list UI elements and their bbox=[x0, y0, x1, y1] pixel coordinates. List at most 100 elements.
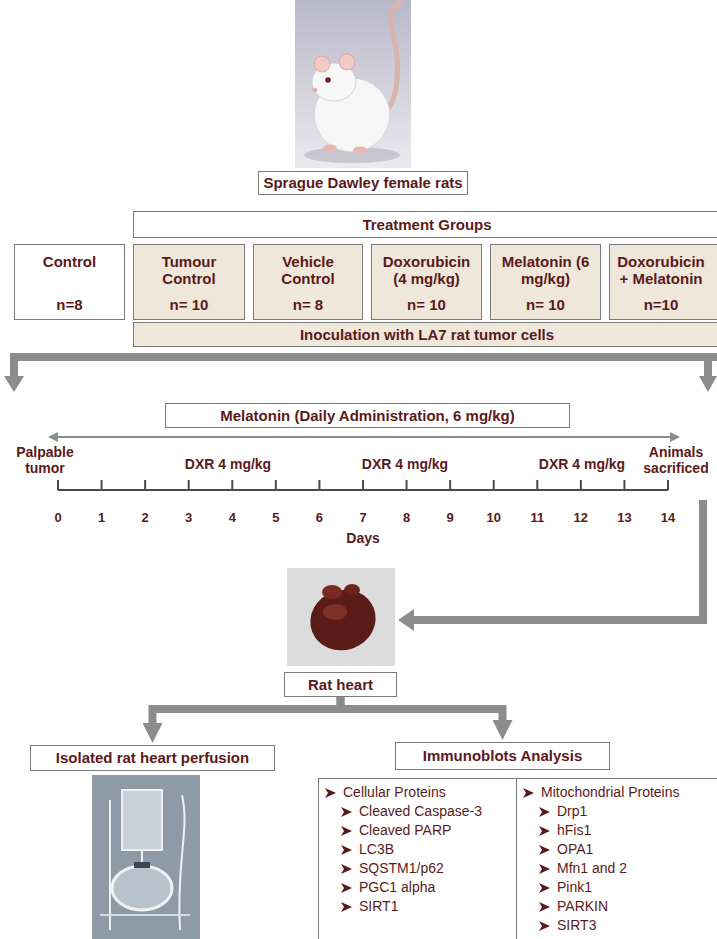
list-item: OPA1 bbox=[539, 840, 593, 859]
day-number: 14 bbox=[661, 510, 675, 526]
protein-name: OPA1 bbox=[557, 841, 593, 857]
list-item: Cleaved PARP bbox=[341, 821, 451, 840]
bullet-arrow bbox=[539, 864, 550, 874]
bullet-arrow bbox=[341, 901, 353, 913]
list-item: Mfn1 and 2 bbox=[539, 859, 627, 878]
bullet-arrow bbox=[539, 863, 551, 875]
end-label: Animals sacrificed bbox=[643, 444, 708, 476]
protein-name: LC3B bbox=[359, 841, 394, 857]
bullet-arrow bbox=[539, 921, 550, 931]
rat-photo bbox=[295, 0, 411, 168]
duration-arrow bbox=[56, 436, 672, 438]
day-number: 11 bbox=[530, 510, 544, 526]
timeline-axis bbox=[101, 480, 103, 490]
list-item: Drp1 bbox=[539, 802, 587, 821]
protein-list: Cellular ProteinsCleaved Caspase-3Cleave… bbox=[318, 778, 517, 939]
list-item: PGC1 alpha bbox=[341, 878, 435, 897]
day-number: 6 bbox=[316, 510, 323, 526]
list-item: SIRT1 bbox=[341, 897, 398, 916]
timeline-axis bbox=[580, 480, 582, 490]
protein-name: SQSTM1/p62 bbox=[359, 860, 444, 876]
day-number: 3 bbox=[185, 510, 192, 526]
sample-size: n= 10 bbox=[526, 296, 565, 313]
bullet-arrow bbox=[325, 787, 337, 799]
timeline-axis bbox=[58, 480, 668, 490]
rat-photo bbox=[323, 145, 337, 152]
rat-photo bbox=[313, 88, 317, 92]
protein-name: Cleaved PARP bbox=[359, 822, 451, 838]
list-item: Cellular Proteins bbox=[325, 783, 446, 802]
group-box: Doxorubicin + Melatonin n=10 bbox=[609, 244, 717, 320]
perfusion-photo bbox=[92, 775, 200, 939]
bullet-arrow bbox=[539, 845, 550, 855]
heart-photo bbox=[323, 604, 347, 620]
flow-bar bbox=[4, 376, 24, 392]
timeline-axis bbox=[275, 480, 277, 490]
rat-photo bbox=[325, 77, 331, 83]
flow-arrow bbox=[398, 500, 703, 631]
group-box: Tumour Controln= 10 bbox=[133, 244, 245, 320]
day-number: 2 bbox=[142, 510, 149, 526]
protein-name: PARKIN bbox=[557, 898, 608, 914]
protein-name: PGC1 alpha bbox=[359, 879, 435, 895]
rat-photo bbox=[314, 56, 330, 72]
perfusion-photo bbox=[110, 795, 185, 930]
step-band: Inoculation with LA7 rat tumor cells bbox=[133, 322, 717, 347]
timeline-axis bbox=[231, 480, 233, 490]
day-number: 7 bbox=[359, 510, 366, 526]
caption-box: Rat heart bbox=[284, 672, 397, 697]
method-box: Isolated rat heart perfusion bbox=[30, 745, 275, 771]
sample-size: n=10 bbox=[644, 296, 679, 313]
timeline-axis bbox=[493, 480, 495, 490]
day-number: 9 bbox=[447, 510, 454, 526]
box-label: Vehicle Control bbox=[258, 253, 358, 288]
bullet-arrow bbox=[539, 920, 551, 932]
timeline-axis bbox=[406, 480, 408, 490]
perfusion-photo bbox=[92, 775, 200, 939]
bullet-arrow bbox=[341, 902, 352, 912]
dose-label: DXR 4 mg/kg bbox=[539, 456, 625, 472]
flow-bar bbox=[699, 376, 717, 392]
timeline-axis bbox=[57, 480, 59, 490]
flow-bar bbox=[704, 353, 712, 378]
list-item: Cleaved Caspase-3 bbox=[341, 802, 482, 821]
header-band: Treatment Groups bbox=[133, 211, 717, 238]
bullet-arrow bbox=[539, 902, 550, 912]
heart-photo bbox=[302, 581, 385, 660]
box-label: Doxorubicin + Melatonin bbox=[614, 253, 708, 288]
day-number: 8 bbox=[403, 510, 410, 526]
sample-size: n= 8 bbox=[293, 296, 323, 313]
flow-arrow bbox=[412, 500, 703, 620]
box-label: Doxorubicin (4 mg/kg) bbox=[376, 253, 477, 288]
bullet-arrow bbox=[539, 882, 551, 894]
list-item: LC3B bbox=[341, 840, 394, 859]
protein-name: SIRT1 bbox=[359, 898, 398, 914]
sample-size: n= 10 bbox=[407, 296, 446, 313]
treatment-box: Melatonin (Daily Administration, 6 mg/kg… bbox=[165, 403, 570, 428]
group-box: Controln=8 bbox=[14, 244, 125, 320]
start-label: Palpable tumor bbox=[16, 444, 74, 476]
day-number: 13 bbox=[617, 510, 631, 526]
bullet-arrow bbox=[341, 845, 352, 855]
list-heading: Cellular Proteins bbox=[343, 784, 446, 800]
timeline-axis bbox=[188, 480, 190, 490]
heart-photo bbox=[287, 568, 395, 666]
connectors bbox=[153, 697, 503, 727]
title-box: Sprague Dawley female rats bbox=[258, 171, 468, 195]
duration-arrow bbox=[48, 432, 58, 442]
duration-arrow bbox=[48, 432, 680, 442]
group-box: Melatonin (6 mg/kg)n= 10 bbox=[490, 244, 601, 320]
sample-size: n=8 bbox=[56, 296, 82, 313]
bullet-arrow bbox=[539, 883, 550, 893]
day-number: 12 bbox=[574, 510, 588, 526]
bullet-arrow bbox=[341, 825, 353, 837]
bullet-arrow bbox=[539, 901, 551, 913]
protein-name: Drp1 bbox=[557, 803, 587, 819]
flow-connector bbox=[341, 697, 503, 724]
method-box: Immunoblots Analysis bbox=[395, 742, 610, 770]
bullet-arrow bbox=[341, 883, 352, 893]
flow-bar bbox=[4, 353, 717, 392]
bullet-arrow bbox=[523, 788, 534, 798]
axis-title: Days bbox=[346, 530, 379, 546]
bullet-arrow bbox=[539, 806, 551, 818]
